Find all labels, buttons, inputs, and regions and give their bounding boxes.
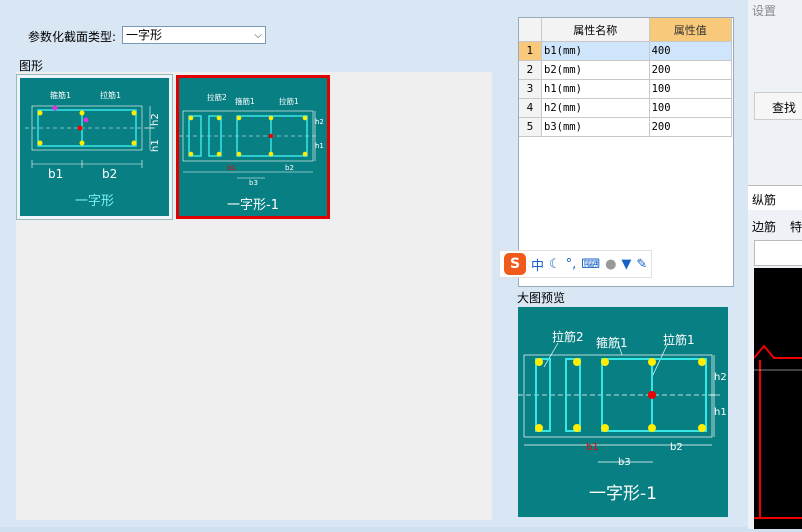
shape-1-label-tie: 拉筋1: [100, 90, 121, 100]
header-property-name: 属性名称: [541, 18, 650, 42]
shape-1-dim-h2: h2: [150, 113, 161, 126]
preview-label-stirrup: 箍筋1: [596, 335, 628, 350]
preview-diagram: 拉筋2 箍筋1 拉筋1 b1 b3 b2 h2 h1 一字形-1: [518, 329, 727, 504]
moon-icon[interactable]: ☾: [549, 256, 561, 272]
shape-2-label-tie1: 拉筋1: [279, 96, 299, 106]
property-value-cell[interactable]: 200: [649, 60, 733, 80]
shape-1-caption: 一字形: [74, 194, 114, 209]
wrench-icon[interactable]: ✎: [636, 256, 648, 272]
table-row[interactable]: 4 h2(mm) 100: [519, 98, 733, 118]
header-property-value: 属性值: [649, 18, 733, 42]
keyboard-icon[interactable]: ⌨: [581, 256, 601, 272]
property-name-cell: b3(mm): [541, 117, 650, 137]
preview-dim-b1: b1: [586, 442, 599, 453]
preview-dim-b3: b3: [618, 457, 631, 468]
shape-2-dim-b2: b2: [285, 164, 294, 172]
section-type-select[interactable]: 一字形 ⌵: [122, 26, 266, 44]
bg-tab-edge-rebar[interactable]: 边筋: [752, 220, 777, 234]
bg-tab-special[interactable]: 特: [790, 220, 802, 234]
skin-icon[interactable]: ▼: [621, 256, 632, 272]
background-application: 设置 查找 纵筋 边筋 特: [748, 0, 802, 529]
property-name-cell: b2(mm): [541, 60, 650, 80]
user-icon[interactable]: ●: [605, 256, 617, 272]
shape-2-label-tie2: 拉筋2: [207, 92, 227, 102]
ime-toolbar[interactable]: S 中 ☾ °, ⌨ ● ▼ ✎: [499, 250, 653, 278]
row-index: 4: [519, 98, 542, 118]
property-value-cell[interactable]: 200: [649, 117, 733, 137]
shape-1-dim-b2: b2: [102, 167, 117, 181]
preview-dim-h2: h2: [714, 372, 727, 383]
table-row[interactable]: 5 b3(mm) 200: [519, 117, 733, 137]
row-index: 1: [519, 41, 542, 61]
preview-label: 大图预览: [517, 291, 566, 305]
shape-1-dim-b1: b1: [48, 167, 63, 181]
gallery-label: 图形: [19, 59, 44, 73]
header-index: [519, 18, 542, 42]
shape-2-dim-b3: b3: [249, 179, 258, 186]
property-name-cell: b1(mm): [541, 41, 650, 61]
shape-2-caption: 一字形-1: [227, 198, 279, 213]
large-preview: 拉筋2 箍筋1 拉筋1 b1 b3 b2 h2 h1 一字形-1: [518, 307, 728, 517]
row-index: 5: [519, 117, 542, 137]
preview-caption: 一字形-1: [589, 484, 657, 504]
chevron-down-icon: ⌵: [254, 30, 262, 41]
shape-thumbnail-2[interactable]: 拉筋2 箍筋1 拉筋1 b1 b3 b2 h2 h1 一字形-1: [176, 75, 330, 219]
property-name-cell: h2(mm): [541, 98, 650, 118]
punctuation-icon[interactable]: °,: [565, 256, 577, 272]
ime-logo-icon[interactable]: S: [504, 253, 526, 275]
property-value-cell[interactable]: 100: [649, 79, 733, 99]
property-table: 属性名称 属性值 1 b1(mm) 400 2 b2(mm) 200 3 h1(…: [518, 17, 734, 287]
bg-cad-canvas[interactable]: [753, 268, 802, 529]
preview-label-tie1: 拉筋1: [663, 332, 695, 347]
section-type-label: 参数化截面类型:: [28, 30, 117, 44]
shape-2-dim-b1: b1: [227, 164, 236, 172]
bg-find-button[interactable]: 查找: [772, 101, 797, 115]
bg-tab-longitudinal[interactable]: 纵筋: [752, 193, 777, 207]
table-row[interactable]: 2 b2(mm) 200: [519, 60, 733, 80]
shape-1-dim-h1: h1: [150, 139, 161, 152]
shape-1-diagram: 箍筋1 拉筋1 b1 b2 h1 h2: [25, 90, 161, 181]
property-value-cell[interactable]: 400: [649, 41, 733, 61]
shape-1-label-stirrup: 箍筋1: [50, 90, 71, 100]
section-type-value: 一字形: [126, 28, 163, 42]
shape-thumbnail-1[interactable]: 箍筋1 拉筋1 b1 b2 h1 h2 一字形: [16, 74, 173, 220]
bg-settings-text: 设置: [752, 4, 777, 18]
shape-2-dim-h2: h2: [315, 118, 324, 126]
preview-dim-b2: b2: [670, 442, 683, 453]
preview-label-tie2: 拉筋2: [552, 329, 584, 344]
property-value-cell[interactable]: 100: [649, 98, 733, 118]
property-name-cell: h1(mm): [541, 79, 650, 99]
shape-gallery: 箍筋1 拉筋1 b1 b2 h1 h2 一字形: [16, 72, 492, 520]
preview-dim-h1: h1: [714, 407, 727, 418]
section-dialog: 参数化截面类型: 一字形 ⌵ 图形 箍筋1 拉筋1: [16, 0, 749, 527]
shape-2-diagram: 拉筋2 箍筋1 拉筋1 b1 b3 b2 h2 h1: [179, 92, 324, 186]
shape-2-dim-h1: h1: [315, 142, 324, 150]
row-index: 3: [519, 79, 542, 99]
table-row[interactable]: 1 b1(mm) 400: [519, 41, 733, 61]
row-index: 2: [519, 60, 542, 80]
ime-mode-toggle[interactable]: 中: [531, 258, 545, 274]
table-row[interactable]: 3 h1(mm) 100: [519, 79, 733, 99]
shape-2-label-stirrup: 箍筋1: [235, 96, 255, 106]
